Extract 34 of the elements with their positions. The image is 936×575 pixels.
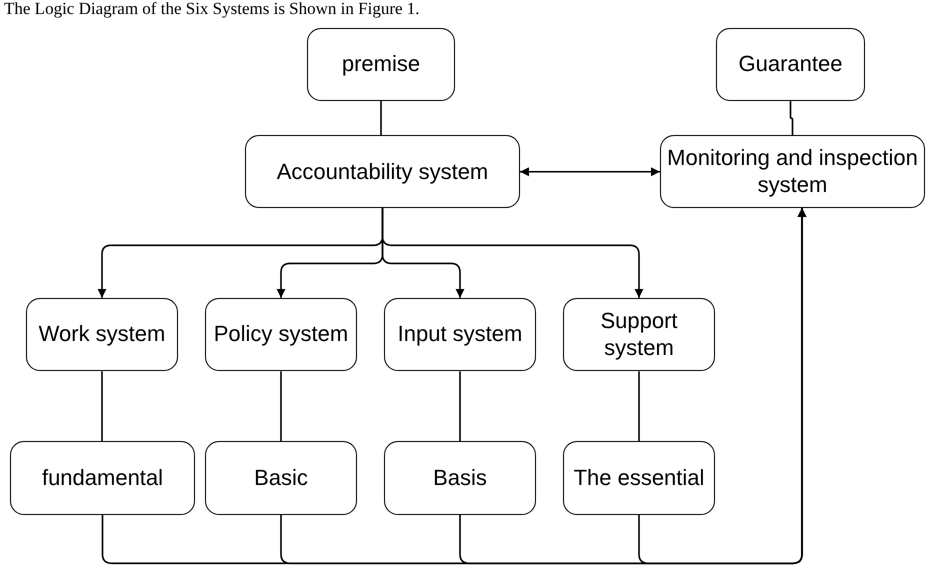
- box-label: The essential: [574, 464, 704, 492]
- rounded-box: [205, 298, 357, 372]
- rounded-box: [307, 28, 455, 102]
- rounded-box: [384, 441, 536, 515]
- rounded-box: [10, 441, 195, 515]
- connector-line: [459, 371, 461, 442]
- rounded-box: [563, 298, 715, 372]
- box-label: Guarantee: [738, 51, 842, 78]
- box-label: Basis: [433, 464, 487, 492]
- box-label: Support system: [599, 308, 679, 361]
- rounded-box: [384, 298, 536, 372]
- connector-line: [101, 371, 103, 442]
- box-label: premise: [342, 51, 420, 78]
- rounded-box: [716, 28, 865, 102]
- connector-line: [638, 371, 640, 442]
- rounded-box: [245, 135, 520, 208]
- box-label: Policy system: [214, 321, 348, 348]
- box-label: Work system: [38, 321, 166, 348]
- box-label: fundamental: [42, 464, 164, 492]
- connector-line: [380, 101, 382, 136]
- box-label: Basic: [254, 464, 308, 492]
- connector-line: [790, 101, 794, 136]
- box-label: Input system: [398, 321, 522, 348]
- heading-text: The Logic Diagram of the Six Systems is Shown in Figure 1.: [4, 0, 420, 19]
- rounded-box: [26, 298, 178, 372]
- box-label: Monitoring and inspection system: [666, 145, 919, 198]
- arrow: [520, 167, 660, 176]
- arrow: [638, 208, 806, 564]
- rounded-box: [563, 441, 715, 515]
- box-label: Accountability system: [276, 158, 488, 185]
- rounded-box: [205, 441, 357, 515]
- arrow: [382, 208, 644, 298]
- connector-line: [280, 371, 282, 442]
- rounded-box: [660, 135, 925, 208]
